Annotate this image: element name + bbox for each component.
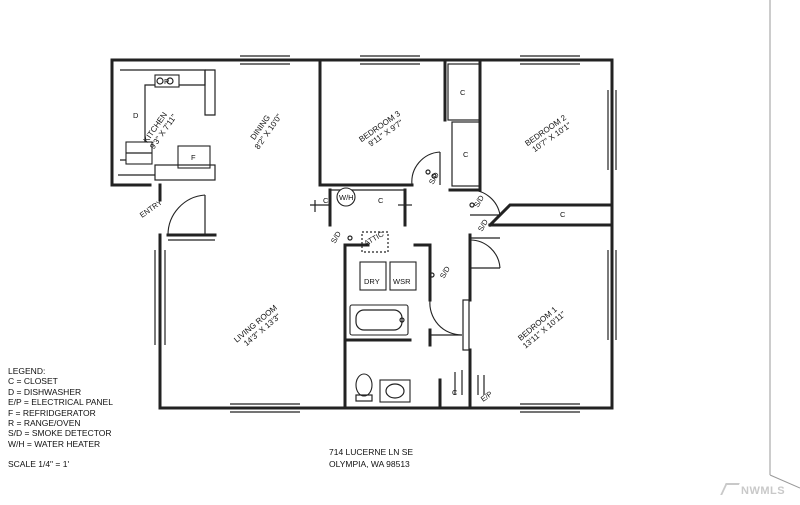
smoke-detectors bbox=[347, 169, 475, 278]
watermark-logo-icon bbox=[720, 483, 740, 495]
dryer-icon bbox=[359, 261, 387, 291]
range-label: R bbox=[164, 77, 170, 86]
closet-label-3: C bbox=[323, 196, 329, 205]
watermark-text: NWMLS bbox=[741, 485, 786, 497]
bathtub-icon bbox=[349, 304, 409, 336]
washer-icon bbox=[389, 261, 417, 291]
address-line-2: OLYMPIA, WA 98513 bbox=[329, 459, 410, 469]
fridge-label: F bbox=[191, 153, 196, 162]
page-border-corner bbox=[769, 474, 800, 489]
legend-item: F = REFRIDGERATOR bbox=[8, 407, 96, 418]
legend-item: C = CLOSET bbox=[8, 376, 58, 387]
address-line-1: 714 LUCERNE LN SE bbox=[329, 447, 414, 457]
svg-text:LIVING ROOM 14'3" X 13'3: LIVING ROOM 14'3" X 13'3" bbox=[232, 302, 286, 352]
smoke-detector-label-5: S/D bbox=[438, 264, 452, 280]
smoke-detector-label-3: S/D bbox=[476, 217, 490, 233]
toilet-icon bbox=[355, 373, 373, 397]
legend-item: D = DISHWASHER bbox=[8, 386, 82, 397]
interior-walls bbox=[166, 58, 614, 410]
legend: LEGEND: C = CLOSET D = DISHWASHER E/P = … bbox=[8, 366, 113, 449]
legend-item: S/D = SMOKE DETECTOR bbox=[8, 428, 112, 439]
svg-text:DINING 8'2" X 10'0": DINING 8'2" X 10'0" bbox=[246, 107, 284, 151]
closet-label-5: C bbox=[560, 210, 566, 219]
address-block: 714 LUCERNE LN SE OLYMPIA, WA 98513 bbox=[329, 446, 413, 470]
legend-item: W/H = WATER HEATER bbox=[8, 438, 101, 449]
dry-label: DRY bbox=[364, 277, 380, 286]
legend-title: LEGEND: bbox=[8, 366, 46, 376]
outer-walls bbox=[110, 55, 617, 413]
entry-label: ENTRY bbox=[138, 198, 164, 220]
legend-item: E/P = ELECTRICAL PANEL bbox=[8, 397, 113, 408]
svg-text:BEDROOM 1 13'11" X 10'11: BEDROOM 1 13'11" X 10'11" bbox=[515, 303, 567, 351]
smoke-detector-label-2: S/D bbox=[472, 193, 486, 209]
smoke-detector-label-4: S/D bbox=[329, 229, 343, 245]
water-heater-label: W/H bbox=[339, 193, 354, 202]
legend-item: R = RANGE/OVEN bbox=[8, 418, 81, 429]
closet-label-2: C bbox=[463, 150, 469, 159]
kitchen-counters bbox=[118, 69, 216, 181]
attic-hatch bbox=[361, 231, 389, 253]
svg-text:BEDROOM 3 9'11" X 9'7": BEDROOM 3 9'11" X 9'7" bbox=[357, 108, 408, 152]
bath-fixtures bbox=[336, 187, 417, 403]
watermark: NWMLS bbox=[720, 483, 786, 497]
wsr-label: WSR bbox=[393, 277, 411, 286]
svg-text:BEDROOM 2 10'7" X 10'1": BEDROOM 2 10'7" X 10'1" bbox=[523, 112, 574, 156]
dishwasher-label: D bbox=[133, 111, 139, 120]
closet-label-1: C bbox=[460, 88, 466, 97]
fridge-icon bbox=[177, 145, 211, 169]
smoke-detector-label-1: S/D bbox=[427, 170, 441, 186]
sink-icon-bath bbox=[379, 379, 411, 403]
water-heater-icon bbox=[336, 187, 356, 207]
scale-note: SCALE 1/4" = 1' bbox=[8, 459, 70, 469]
closet-label-4: C bbox=[378, 196, 384, 205]
closet-label-6: C bbox=[452, 388, 458, 397]
electrical-panel-label: E/P bbox=[479, 389, 494, 403]
door-swings bbox=[167, 151, 501, 395]
